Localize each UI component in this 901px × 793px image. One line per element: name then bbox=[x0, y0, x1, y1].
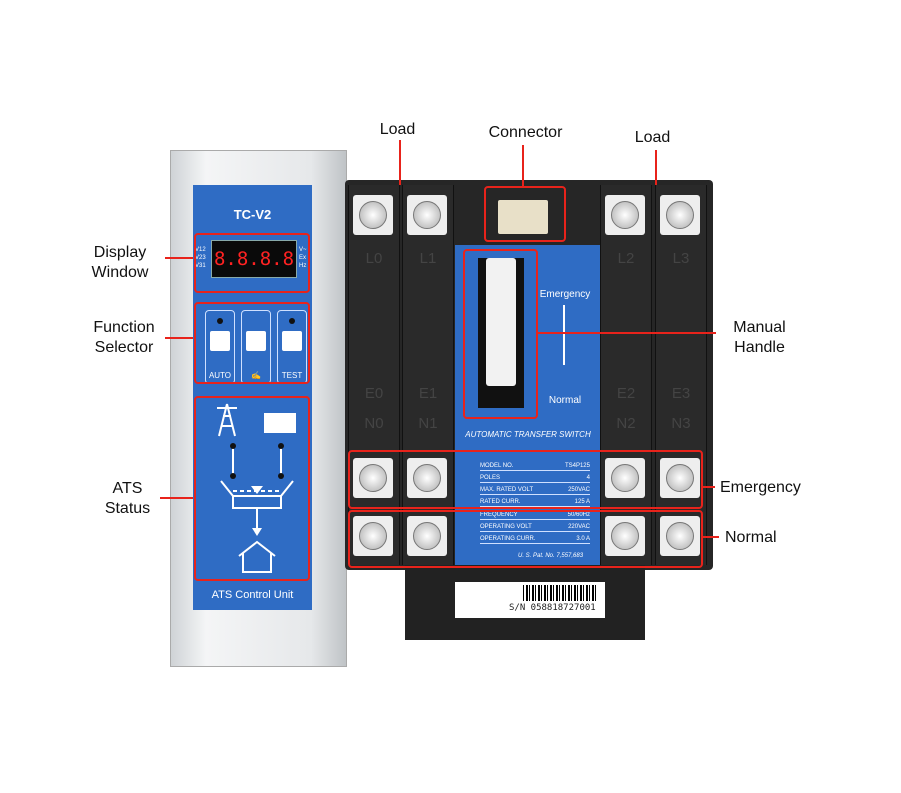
led-display: 8.8.8.8 bbox=[211, 240, 297, 278]
label-normal: Normal bbox=[725, 529, 777, 546]
terminal-label: N1 bbox=[418, 415, 438, 432]
terminal-label: L2 bbox=[617, 250, 635, 267]
led-icon bbox=[217, 318, 223, 324]
handle-callout bbox=[463, 249, 538, 419]
label-emergency: Emergency bbox=[720, 479, 801, 496]
barcode-label: S/N 058818727001 bbox=[455, 582, 605, 618]
terminal-label: E3 bbox=[671, 385, 691, 402]
screw-icon bbox=[660, 195, 700, 235]
ats-status-diagram bbox=[217, 403, 296, 573]
tower-icon bbox=[217, 403, 237, 437]
spec-value: 125 A bbox=[574, 499, 590, 505]
status-callout bbox=[194, 396, 310, 581]
unit: V23 bbox=[195, 255, 206, 261]
label-connector: Connector bbox=[488, 124, 563, 141]
normal-callout bbox=[348, 510, 703, 568]
spec-key: RATED CURR. bbox=[480, 499, 521, 505]
serial-number: S/N 058818727001 bbox=[509, 603, 596, 613]
spec-key: POLES bbox=[480, 475, 501, 481]
spec-value: 4 bbox=[586, 475, 590, 481]
screw-icon bbox=[605, 458, 645, 498]
label-function-selector: Function Selector bbox=[93, 319, 155, 356]
screw-icon bbox=[407, 516, 447, 556]
terminal-label: N3 bbox=[671, 415, 691, 432]
controller-model: TC-V2 bbox=[233, 207, 272, 222]
label-display-window: Display Window bbox=[91, 244, 149, 281]
generator-icon bbox=[264, 413, 296, 433]
screw-icon bbox=[353, 195, 393, 235]
controller-footer: ATS Control Unit bbox=[211, 589, 294, 601]
button-label: TEST bbox=[281, 371, 303, 380]
handle-normal: Normal bbox=[548, 395, 582, 406]
spec-row: RATED CURR. 125 A bbox=[480, 498, 590, 507]
spec-key: FREQUENCY bbox=[480, 512, 518, 518]
led-icon bbox=[289, 318, 295, 324]
spec-row: MODEL NO. TS4P125 bbox=[480, 462, 590, 471]
double-arrow-icon bbox=[563, 305, 565, 365]
spec-key: MAX. RATED VOLT bbox=[480, 487, 534, 493]
terminal-label: L0 bbox=[365, 250, 383, 267]
terminal-label: E2 bbox=[616, 385, 636, 402]
spec-key: OPERATING VOLT bbox=[480, 524, 532, 530]
screw-icon bbox=[353, 516, 393, 556]
screw-icon bbox=[660, 458, 700, 498]
spec-value: 250VAC bbox=[568, 487, 590, 493]
spec-value: 220VAC bbox=[568, 524, 590, 530]
screw-icon bbox=[660, 516, 700, 556]
terminal-label: E0 bbox=[364, 385, 384, 402]
terminal-label: L1 bbox=[419, 250, 437, 267]
terminal-label: N2 bbox=[616, 415, 636, 432]
display-callout bbox=[194, 233, 310, 293]
spec-row: OPERATING CURR. 3.0 A bbox=[480, 535, 590, 544]
label-load-right: Load bbox=[634, 129, 671, 146]
switch-title: AUTOMATIC TRANSFER SWITCH bbox=[465, 430, 591, 439]
patent-number: U. S. Pat. No. 7,557,683 bbox=[518, 553, 584, 559]
spec-row: OPERATING VOLT 220VAC bbox=[480, 523, 590, 532]
terminal-label: L3 bbox=[672, 250, 690, 267]
connector-callout bbox=[484, 186, 566, 242]
unit: V31 bbox=[195, 263, 206, 269]
barcode bbox=[523, 585, 597, 601]
screw-icon bbox=[605, 195, 645, 235]
hand-icon: ✍ bbox=[251, 371, 261, 380]
screw-icon bbox=[407, 195, 447, 235]
unit: V12 bbox=[195, 247, 206, 253]
label-load-left: Load bbox=[379, 121, 416, 138]
terminal-label: E1 bbox=[418, 385, 438, 402]
screw-icon bbox=[605, 516, 645, 556]
spec-value: TS4P125 bbox=[564, 463, 590, 469]
unit: Hz bbox=[299, 263, 307, 269]
spec-row: FREQUENCY 50/60Hz bbox=[480, 511, 590, 520]
label-ats-status: ATS Status bbox=[104, 480, 151, 517]
emergency-callout bbox=[348, 450, 703, 509]
spec-key: MODEL NO. bbox=[480, 463, 514, 469]
manual-handle[interactable] bbox=[478, 258, 524, 408]
house-icon bbox=[238, 540, 276, 573]
spec-value: 3.0 A bbox=[576, 536, 590, 542]
screw-icon bbox=[407, 458, 447, 498]
spec-value: 50/60Hz bbox=[567, 512, 590, 518]
spec-key: OPERATING CURR. bbox=[480, 536, 536, 542]
label-manual-handle: Manual Handle bbox=[733, 319, 786, 356]
button-label: AUTO bbox=[208, 371, 232, 380]
unit: Ex bbox=[299, 255, 307, 261]
spec-row: MAX. RATED VOLT 250VAC bbox=[480, 486, 590, 495]
screw-icon bbox=[353, 458, 393, 498]
terminal-label: N0 bbox=[364, 415, 384, 432]
spec-row: POLES 4 bbox=[480, 474, 590, 483]
connector-plug bbox=[498, 200, 548, 234]
function-callout bbox=[194, 302, 310, 384]
unit: V~ bbox=[299, 247, 307, 253]
handle-emergency: Emergency bbox=[539, 289, 591, 300]
